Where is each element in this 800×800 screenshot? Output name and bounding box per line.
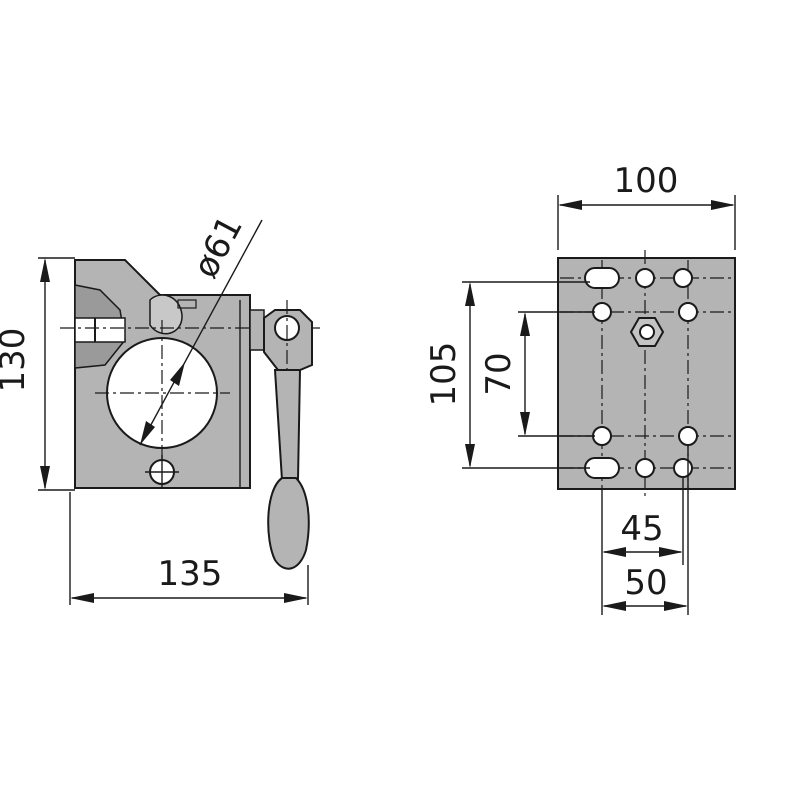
dim-spacing-70: 70 xyxy=(479,311,595,437)
center-nut-hole xyxy=(639,324,655,340)
hole-row3-left xyxy=(592,426,612,446)
top-slot xyxy=(584,267,620,289)
dim-label-70: 70 xyxy=(479,352,519,395)
dim-label-45: 45 xyxy=(620,509,663,549)
bottom-slot xyxy=(584,457,620,479)
hole-top-right xyxy=(673,268,693,288)
dim-label-135: 135 xyxy=(158,554,223,594)
dim-label-diameter-61: ø61 xyxy=(186,209,251,284)
lever-collar xyxy=(249,309,265,351)
hole-row2-right xyxy=(678,302,698,322)
hole-bottom-center xyxy=(635,458,655,478)
lever-grip xyxy=(267,477,310,570)
dim-width-135: 135 xyxy=(69,492,309,605)
clamp-side-view xyxy=(60,259,320,570)
dim-height-130: 130 xyxy=(0,257,75,491)
dim-spacing-105: 105 xyxy=(424,281,590,469)
dim-spacing-50: 50 xyxy=(602,563,688,611)
hole-row3-right xyxy=(678,426,698,446)
dim-label-100: 100 xyxy=(614,161,679,201)
mounting-plate-view xyxy=(557,250,736,500)
pin-tab xyxy=(177,299,197,309)
dim-label-105: 105 xyxy=(424,342,464,407)
jaw-screw-slot xyxy=(74,317,126,343)
dim-spacing-45: 45 xyxy=(601,446,689,615)
hole-row2-left xyxy=(592,302,612,322)
dim-label-130: 130 xyxy=(0,328,33,393)
lever-shaft xyxy=(273,369,302,481)
mounting-plate xyxy=(557,257,736,490)
dim-width-100: 100 xyxy=(557,161,736,250)
clamp-pin xyxy=(149,294,183,335)
hole-bottom-right xyxy=(673,458,693,478)
hole-top-center xyxy=(635,268,655,288)
dim-label-50: 50 xyxy=(624,563,667,603)
